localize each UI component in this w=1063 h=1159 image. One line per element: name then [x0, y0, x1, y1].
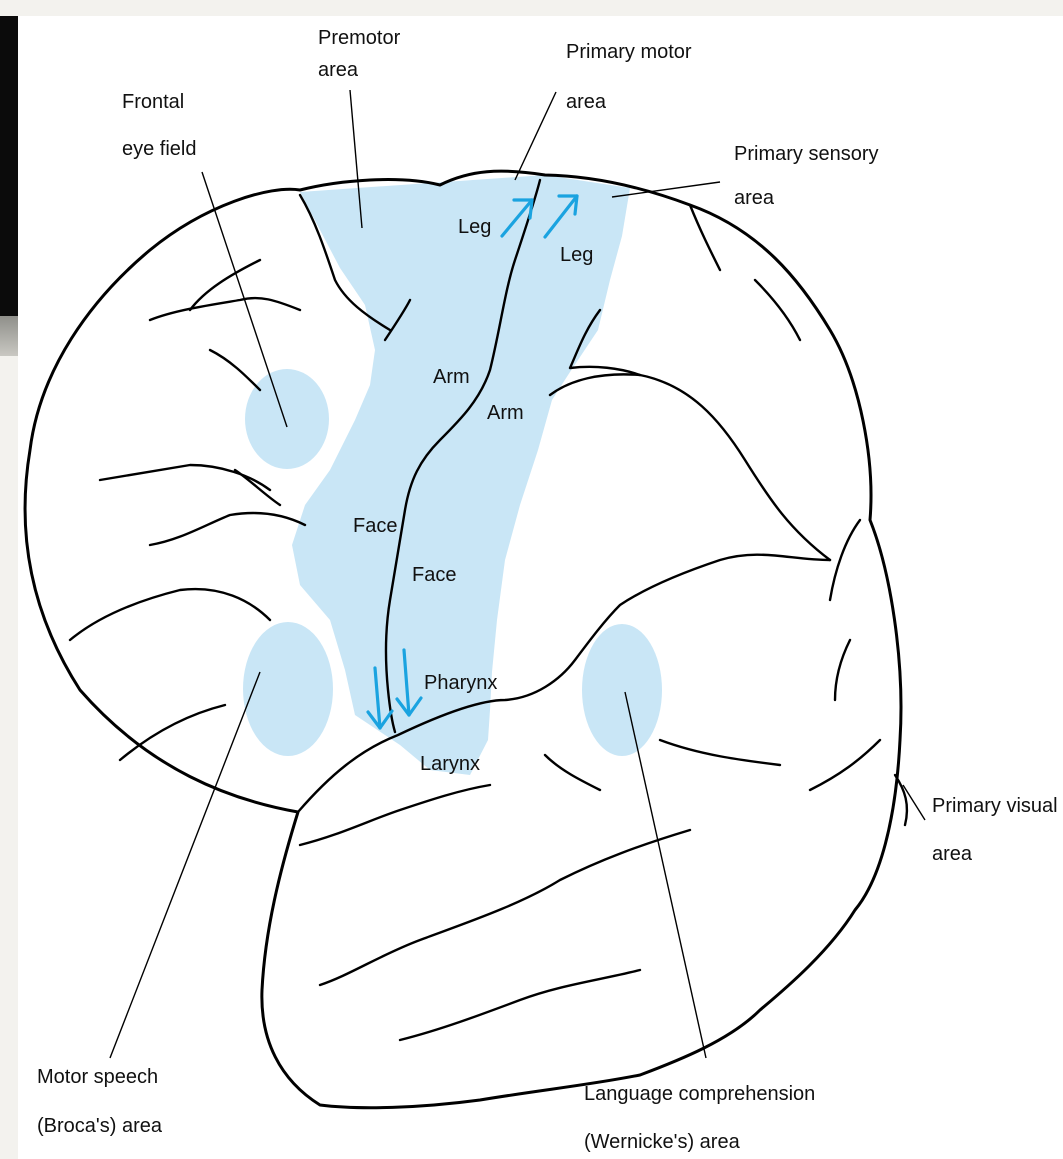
- primary-motor-leader: [515, 92, 556, 180]
- wernicke-area-region: [582, 624, 662, 756]
- wernicke-leader: [625, 692, 706, 1058]
- leg-motor-label: Leg: [458, 216, 491, 238]
- frontal-eye-leader: [202, 172, 287, 427]
- temporal-sulcus-3: [400, 970, 640, 1040]
- arm-motor-label: Arm: [433, 366, 470, 388]
- pharynx-label: Pharynx: [424, 672, 497, 694]
- occipital-sulcus-4: [660, 740, 780, 765]
- premotor-label: Premotor area: [318, 27, 406, 81]
- leg-sensory-label: Leg: [560, 244, 593, 266]
- frontal-sulcus-4: [235, 470, 280, 505]
- frontal-eye-field-region: [245, 369, 329, 469]
- broca-label: Motor speech (Broca's) area: [37, 1066, 164, 1137]
- occipital-sulcus-3: [835, 640, 850, 700]
- temporal-sulcus-upper: [300, 785, 490, 845]
- occipital-sulcus-2: [810, 740, 880, 790]
- primary-visual-label: Primary visual area: [932, 795, 1063, 865]
- larynx-label: Larynx: [420, 753, 480, 775]
- temporal-notch: [545, 755, 600, 790]
- face-sensory-label: Face: [412, 564, 456, 586]
- broca-leader: [110, 672, 260, 1058]
- parietal-sulcus-3: [755, 280, 800, 340]
- parietal-sulcus-1: [550, 374, 830, 560]
- occipital-sulcus-1: [830, 520, 860, 600]
- primary-motor-label: Primary motor area: [566, 41, 697, 113]
- arm-sensory-label: Arm: [487, 402, 524, 424]
- frontal-sulcus-6: [70, 589, 270, 640]
- frontal-eye-field-label: Frontal eye field: [122, 91, 197, 160]
- frontal-sulcus-5: [150, 513, 305, 545]
- frontal-sulcus-2: [210, 350, 260, 390]
- face-motor-label: Face: [353, 515, 397, 537]
- temporal-sulcus-lower: [320, 830, 690, 985]
- frontal-sulcus-7: [120, 705, 225, 760]
- frontal-sulcus-1: [150, 298, 300, 320]
- primary-sensory-label: Primary sensory area: [734, 143, 884, 209]
- wernicke-label: Language comprehension (Wernicke's) area: [584, 1083, 821, 1153]
- broca-area-region: [243, 622, 333, 756]
